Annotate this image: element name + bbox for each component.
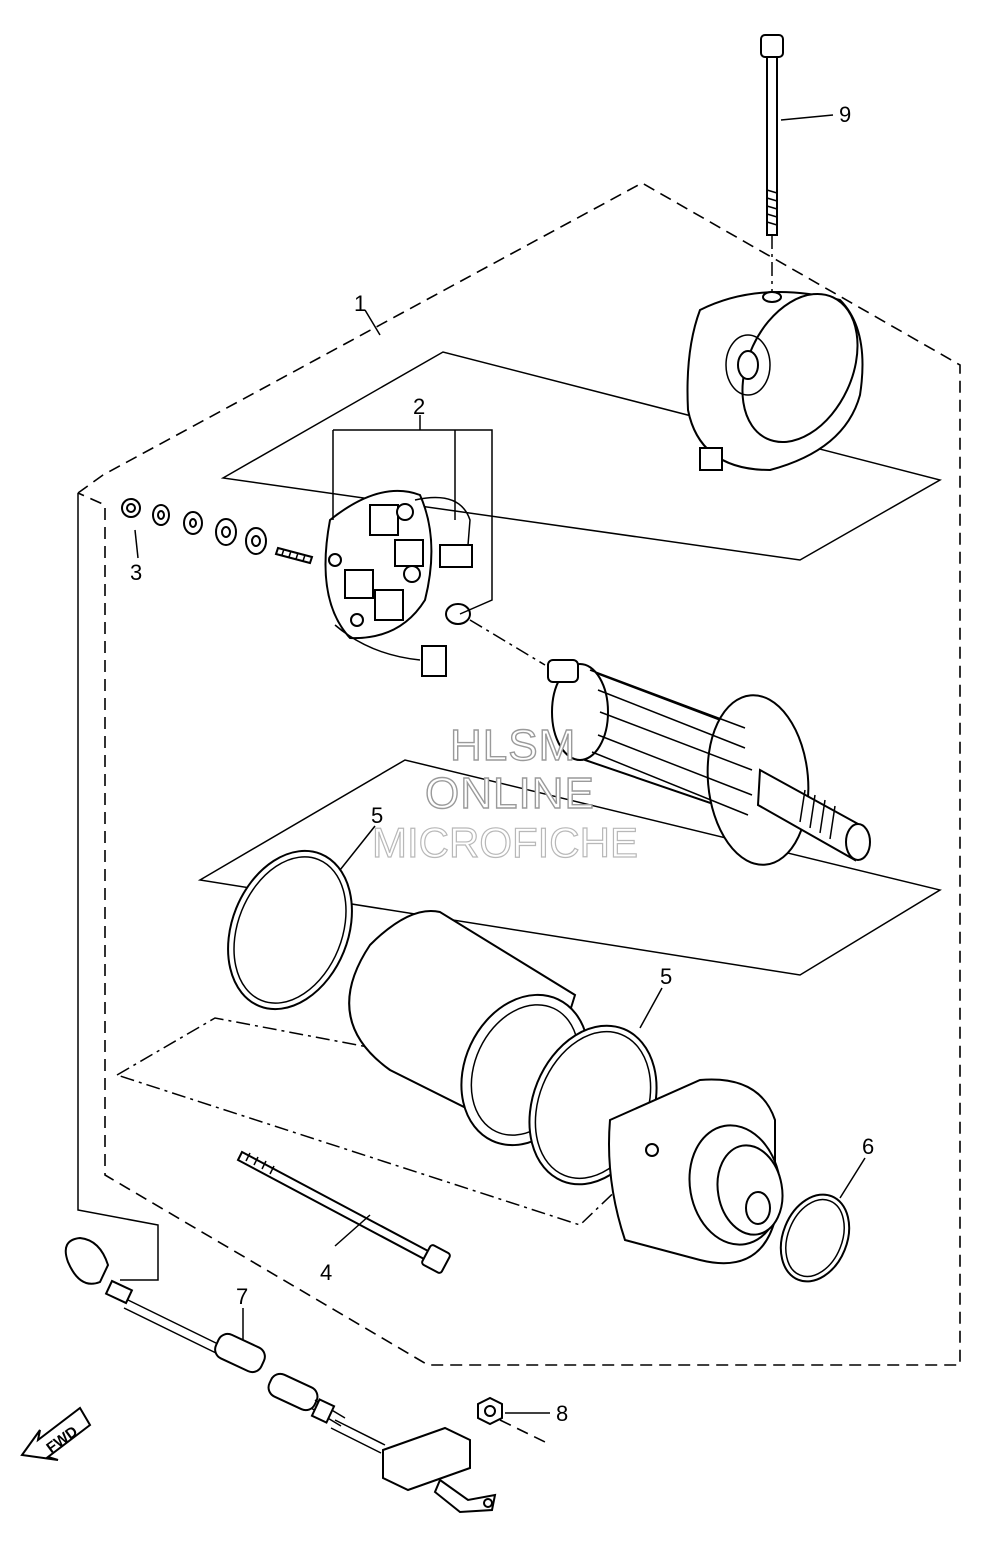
part-4-through-bolt[interactable] <box>236 1150 451 1274</box>
part-9-bolt[interactable] <box>760 34 784 295</box>
callout-8[interactable]: 8 <box>556 1401 568 1426</box>
watermark-line-3: MICROFICHE <box>372 819 638 866</box>
part-3-nut-washers[interactable] <box>121 498 267 555</box>
callout-3[interactable]: 3 <box>130 560 142 585</box>
part-6-o-ring-inner <box>785 1198 845 1278</box>
watermark-line-1: HLSM <box>450 721 576 770</box>
brush-holder-plane <box>220 351 942 561</box>
front-cover[interactable] <box>608 1078 790 1265</box>
assembly-leader-left <box>77 493 159 1281</box>
rear-cover[interactable] <box>686 275 881 472</box>
callout-numbers: 9 1 2 3 5 5 6 4 7 8 <box>130 102 874 1426</box>
callout-5-upper[interactable]: 5 <box>371 803 383 828</box>
part-7-starter-cable[interactable] <box>64 1236 497 1514</box>
callout-5-lower[interactable]: 5 <box>660 964 672 989</box>
callout-6[interactable]: 6 <box>862 1134 874 1159</box>
callout-2[interactable]: 2 <box>413 394 425 419</box>
callout-7[interactable]: 7 <box>236 1284 248 1309</box>
brush-screw[interactable] <box>274 546 314 565</box>
leader-lines <box>134 114 866 1414</box>
armature-plane <box>197 759 942 976</box>
part-5-o-ring-upper[interactable] <box>206 832 375 1028</box>
callout-9[interactable]: 9 <box>839 102 851 127</box>
part-5-o-ring-upper-inner <box>233 856 347 1004</box>
callout-4[interactable]: 4 <box>320 1260 332 1285</box>
part-8-nut[interactable] <box>477 1396 546 1443</box>
part-6-o-ring[interactable] <box>768 1184 861 1291</box>
fwd-arrow: FWD <box>20 1406 92 1461</box>
assembly-boundary <box>77 182 961 1366</box>
brush-holder-assembly[interactable] <box>324 489 546 677</box>
watermark: HLSM ONLINE MICROFICHE <box>371 720 638 866</box>
armature[interactable] <box>547 659 871 869</box>
callout-1[interactable]: 1 <box>354 291 366 316</box>
watermark-line-2: ONLINE <box>425 769 595 818</box>
yoke[interactable] <box>348 910 612 1166</box>
